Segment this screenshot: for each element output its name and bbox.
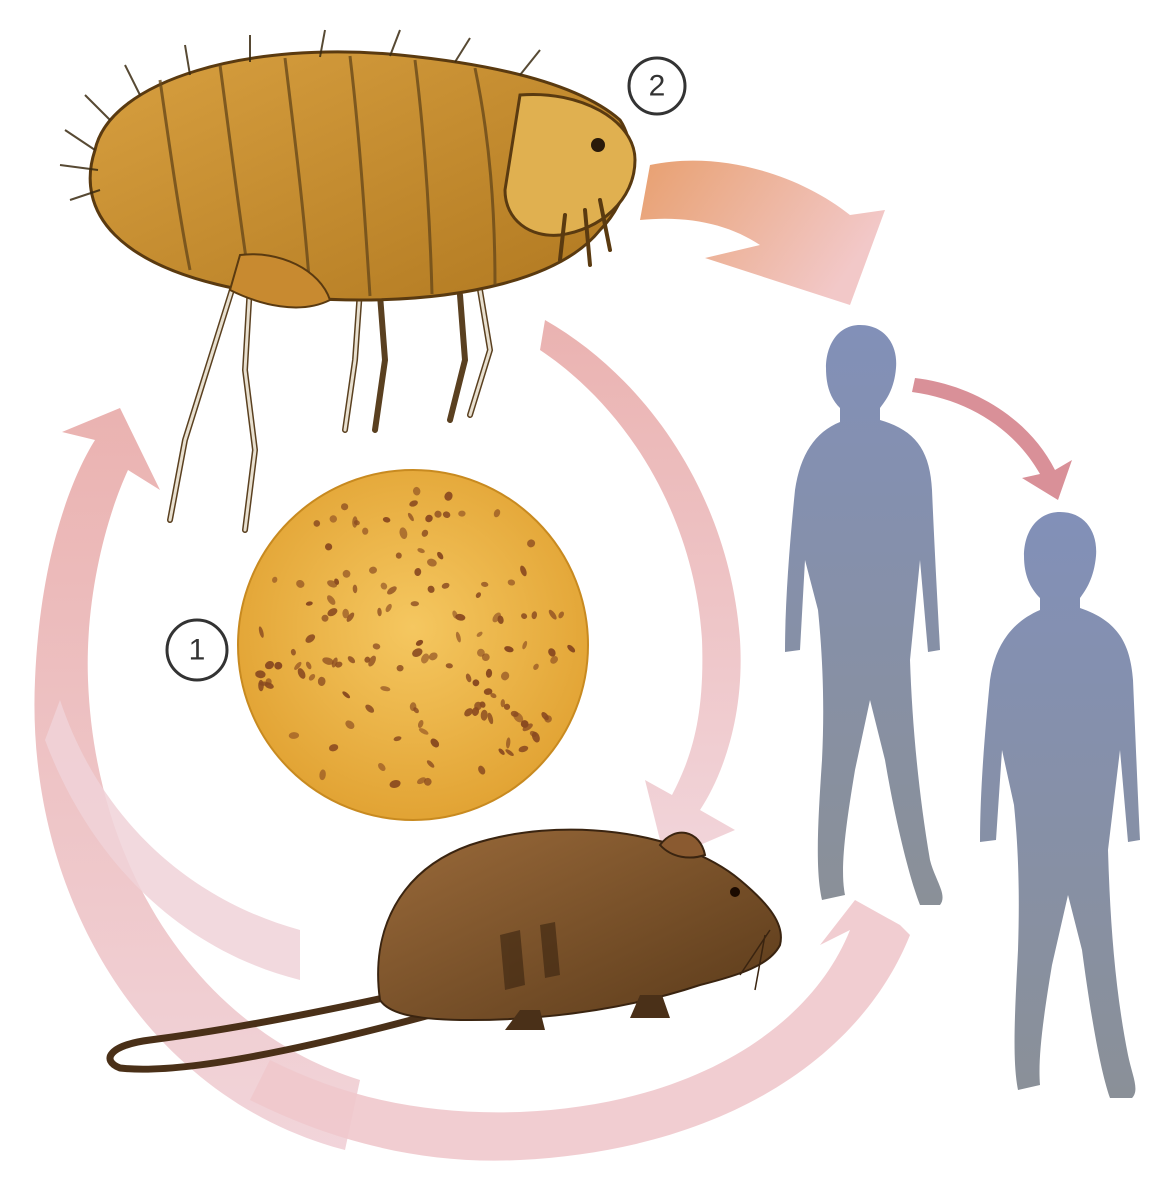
human-to-human-arrow <box>912 378 1072 500</box>
marker-2-label: 2 <box>649 70 666 103</box>
human-silhouette-1 <box>785 325 943 905</box>
human-silhouette-2 <box>980 512 1140 1098</box>
flea-illustration <box>60 30 635 530</box>
marker-1: 1 <box>167 620 227 680</box>
rat-illustration <box>110 830 781 1070</box>
bacterium <box>411 601 419 606</box>
bite-arrow <box>640 161 885 305</box>
bacteria-microscope-view <box>238 470 588 820</box>
marker-2: 2 <box>629 58 685 114</box>
bacterium <box>259 682 269 686</box>
marker-1-label: 1 <box>189 634 206 667</box>
